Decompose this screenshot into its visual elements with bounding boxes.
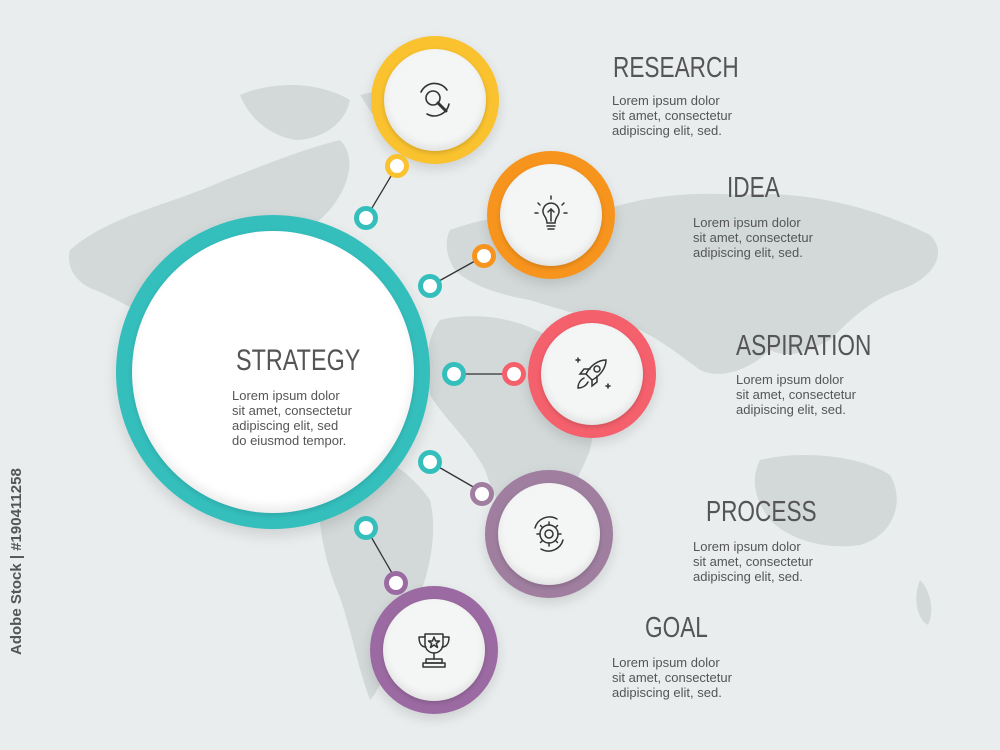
lightbulb-icon — [534, 195, 568, 230]
process-description: Lorem ipsum dolor sit amet, consectetur … — [693, 539, 813, 584]
process-dot — [470, 482, 494, 506]
research-dot — [385, 154, 409, 178]
idea-title: IDEA — [727, 172, 780, 204]
research-description: Lorem ipsum dolor sit amet, consectetur … — [612, 93, 732, 138]
strategy-title: STRATEGY — [236, 344, 361, 377]
center-dot-idea — [418, 274, 442, 298]
process-node — [485, 470, 613, 598]
strategy-circle-inner: STRATEGY Lorem ipsum dolor sit amet, con… — [132, 231, 414, 513]
center-dot-research — [354, 206, 378, 230]
research-title: RESEARCH — [613, 52, 739, 84]
idea-description: Lorem ipsum dolor sit amet, consectetur … — [693, 215, 813, 260]
trophy-icon — [418, 633, 450, 668]
stock-id-text: Adobe Stock | #190411258 — [8, 468, 25, 655]
center-dot-process — [418, 450, 442, 474]
center-dot-aspiration — [442, 362, 466, 386]
strategy-description: Lorem ipsum dolor sit amet, consectetur … — [232, 388, 352, 448]
center-dot-goal — [354, 516, 378, 540]
idea-node — [487, 151, 615, 279]
aspiration-description: Lorem ipsum dolor sit amet, consectetur … — [736, 372, 856, 417]
goal-title: GOAL — [645, 612, 708, 644]
idea-dot — [472, 244, 496, 268]
aspiration-node — [528, 310, 656, 438]
goal-description: Lorem ipsum dolor sit amet, consectetur … — [612, 655, 732, 700]
strategy-circle: STRATEGY Lorem ipsum dolor sit amet, con… — [116, 215, 430, 529]
goal-node — [370, 586, 498, 714]
process-title: PROCESS — [706, 496, 817, 528]
aspiration-title: ASPIRATION — [736, 330, 872, 362]
goal-dot — [384, 571, 408, 595]
aspiration-dot — [502, 362, 526, 386]
research-node — [371, 36, 499, 164]
magnifier-icon — [420, 82, 450, 117]
rocket-icon — [575, 357, 611, 389]
gear-icon — [534, 516, 564, 552]
